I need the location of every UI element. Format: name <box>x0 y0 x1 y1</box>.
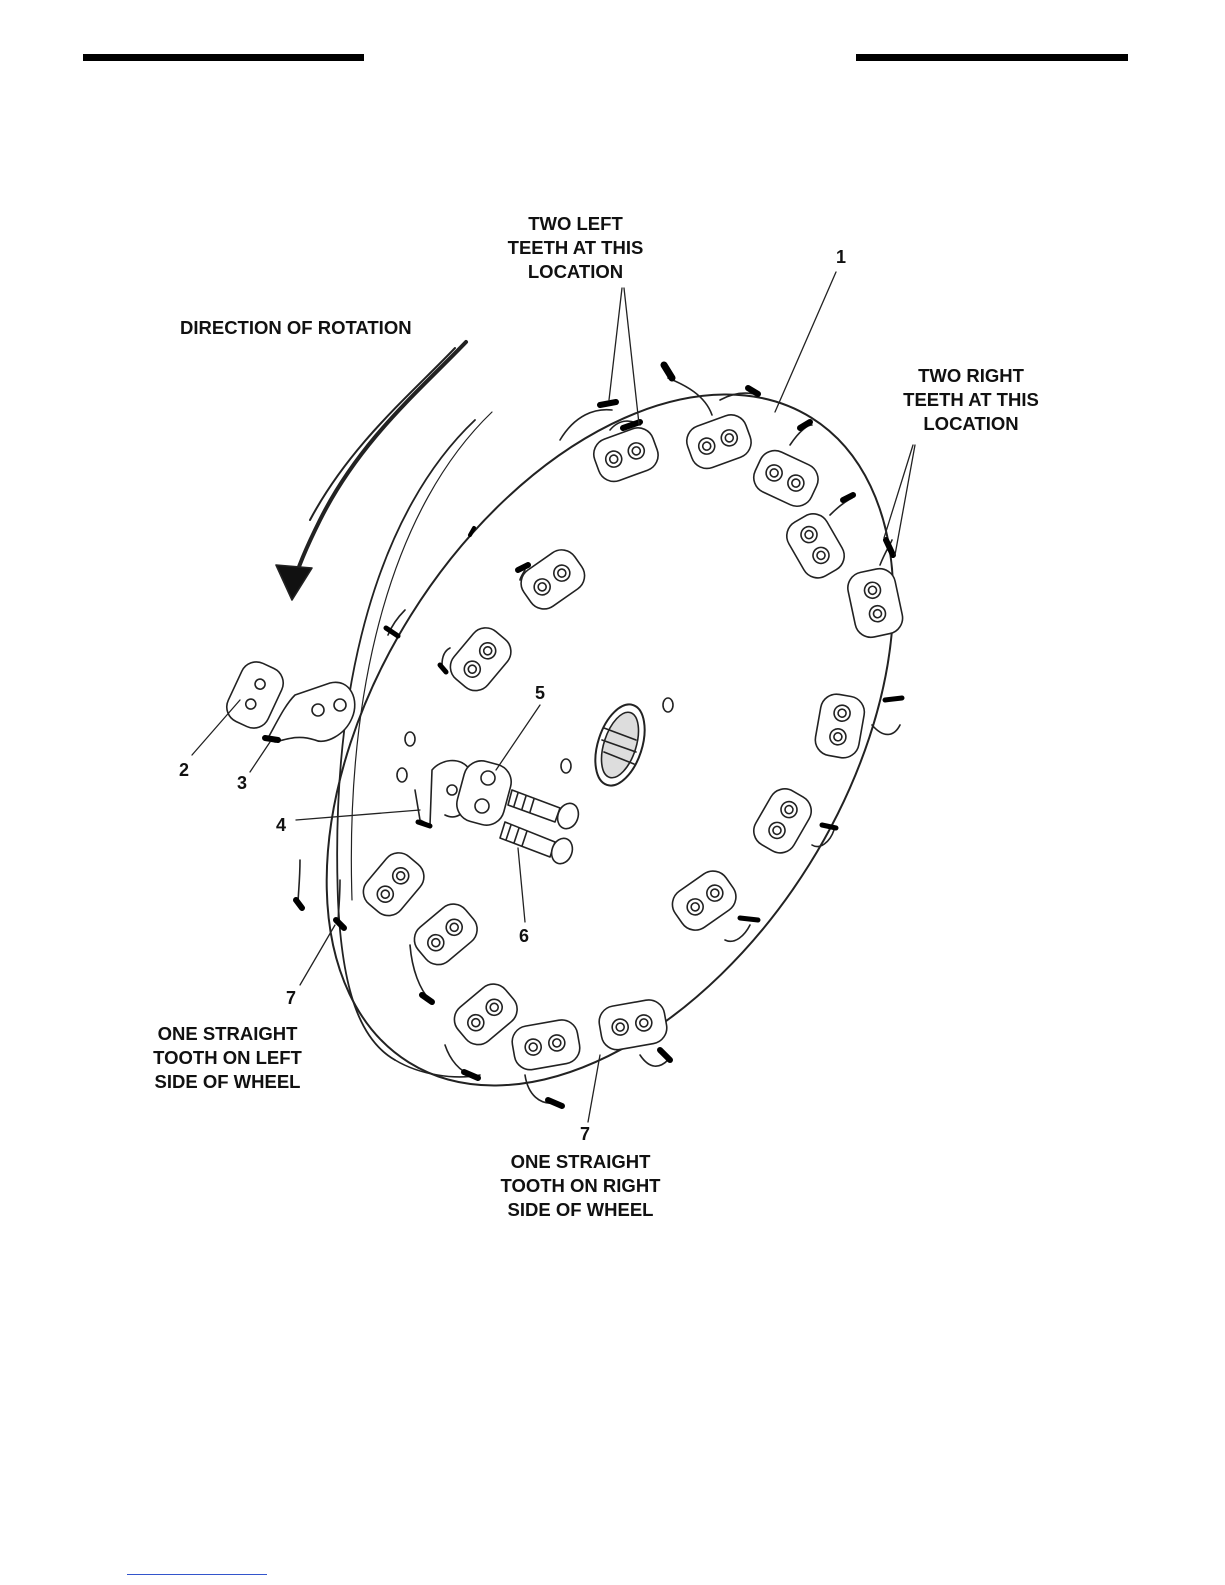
label-line: TEETH AT THIS <box>890 388 1052 412</box>
label-line: TWO LEFT <box>498 212 653 236</box>
label-line: TOOTH ON RIGHT <box>488 1174 673 1198</box>
item-number-2: 2 <box>179 760 189 781</box>
item-number-7-right: 7 <box>580 1124 590 1145</box>
label-line: SIDE OF WHEEL <box>488 1198 673 1222</box>
item-number-5: 5 <box>535 683 545 704</box>
item-number-1: 1 <box>836 247 846 268</box>
label-line: TOOTH ON LEFT <box>140 1046 315 1070</box>
footer-link-underline <box>127 1574 267 1575</box>
label-line: TEETH AT THIS <box>498 236 653 260</box>
rotation-arrow-icon <box>276 342 466 600</box>
item-number-7-left: 7 <box>286 988 296 1009</box>
item-number-3: 3 <box>237 773 247 794</box>
label-line: SIDE OF WHEEL <box>140 1070 315 1094</box>
item-number-6: 6 <box>519 926 529 947</box>
label-direction-of-rotation: DIRECTION OF ROTATION <box>180 316 412 340</box>
label-straight-tooth-right: ONE STRAIGHT TOOTH ON RIGHT SIDE OF WHEE… <box>488 1150 673 1222</box>
item-number-4: 4 <box>276 815 286 836</box>
label-line: LOCATION <box>498 260 653 284</box>
label-straight-tooth-left: ONE STRAIGHT TOOTH ON LEFT SIDE OF WHEEL <box>140 1022 315 1094</box>
label-line: TWO RIGHT <box>890 364 1052 388</box>
label-two-right-teeth: TWO RIGHT TEETH AT THIS LOCATION <box>890 364 1052 436</box>
label-line: ONE STRAIGHT <box>488 1150 673 1174</box>
label-line: ONE STRAIGHT <box>140 1022 315 1046</box>
label-two-left-teeth: TWO LEFT TEETH AT THIS LOCATION <box>498 212 653 284</box>
label-line: LOCATION <box>890 412 1052 436</box>
